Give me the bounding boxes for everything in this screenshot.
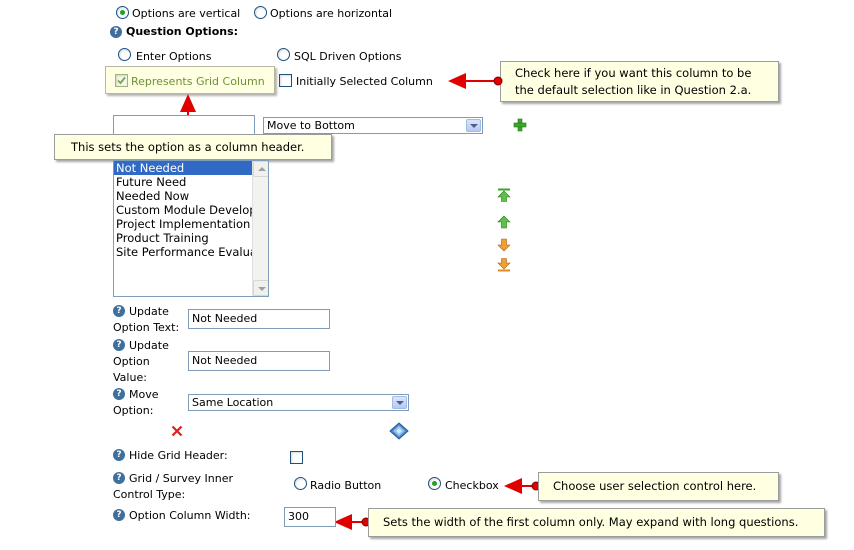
update-option-value-input[interactable]: Not Needed <box>188 351 330 371</box>
control-type-label-1: Grid / Survey Inner <box>129 472 234 485</box>
move-option-label-2: Option: <box>113 404 154 417</box>
update-option-value-label-2: Option <box>113 355 150 368</box>
update-option-value-label-3: Value: <box>113 371 147 384</box>
move-option-select[interactable]: Same Location <box>188 394 409 411</box>
question-options-title: Question Options: <box>126 25 239 38</box>
update-option-text-label-1: Update <box>129 305 169 318</box>
sql-driven-options-label: SQL Driven Options <box>294 50 402 63</box>
chevron-down-icon <box>392 396 407 409</box>
checkmark-icon <box>117 76 126 85</box>
hide-grid-header-checkbox[interactable] <box>290 451 303 464</box>
checkbox-option-radio[interactable] <box>428 477 441 490</box>
update-option-text-input[interactable]: Not Needed <box>188 309 330 329</box>
move-option-label-1: Move <box>129 388 159 401</box>
arrowhead-icon <box>180 94 196 112</box>
callout-initially-selected-line-1: Check here if you want this column to be <box>515 66 752 80</box>
enter-options-label: Enter Options <box>136 50 212 63</box>
arrowhead-icon <box>334 514 352 530</box>
arrowhead-icon <box>504 478 522 494</box>
delete-option-icon[interactable] <box>171 425 183 437</box>
options-listbox[interactable]: Not Needed Future Need Needed Now Custom… <box>113 160 269 297</box>
help-icon[interactable]: ? <box>113 388 125 400</box>
move-top-icon[interactable] <box>497 188 511 202</box>
checkbox-option-label: Checkbox <box>445 479 499 492</box>
sql-driven-options-radio[interactable] <box>277 48 290 61</box>
options-vertical-radio[interactable] <box>116 6 129 19</box>
radio-button-option-label: Radio Button <box>310 479 382 492</box>
move-up-icon[interactable] <box>497 215 511 229</box>
callout-initially-selected: Check here if you want this column to be… <box>500 61 779 102</box>
scroll-down-icon[interactable] <box>253 280 268 296</box>
listbox-scrollbar[interactable] <box>252 161 268 296</box>
insert-position-select[interactable]: Move to Bottom <box>263 117 483 134</box>
help-icon[interactable]: ? <box>113 339 125 351</box>
callout-control-type-text: Choose user selection control here. <box>553 479 757 493</box>
initially-selected-column-checkbox[interactable] <box>279 74 292 87</box>
list-item[interactable]: Custom Module Developi <box>116 203 260 217</box>
options-vertical-label: Options are vertical <box>132 7 241 20</box>
radio-button-option-radio[interactable] <box>294 477 307 490</box>
callout-grid-column: This sets the option as a column header. <box>54 134 332 160</box>
hide-grid-header-label: Hide Grid Header: <box>129 449 228 462</box>
control-type-label-2: Control Type: <box>113 488 186 501</box>
callout-column-width-text: Sets the width of the first column only.… <box>383 515 799 529</box>
list-item[interactable]: Product Training <box>116 231 209 245</box>
scroll-up-icon[interactable] <box>253 161 268 177</box>
callout-initially-selected-line-2: the default selection like in Question 2… <box>515 83 752 97</box>
list-item[interactable]: Site Performance Evalua <box>116 245 257 259</box>
update-option-value-label-1: Update <box>129 339 169 352</box>
help-icon[interactable]: ? <box>110 26 122 38</box>
represents-grid-column-label: Represents Grid Column <box>131 75 265 88</box>
update-option-text-value: Not Needed <box>192 312 258 325</box>
list-item[interactable]: Not Needed <box>114 161 268 175</box>
list-item[interactable]: Project Implementation <box>116 217 251 231</box>
help-icon[interactable]: ? <box>113 449 125 461</box>
option-column-width-input[interactable]: 300 <box>284 507 336 527</box>
represents-grid-column-checkbox[interactable] <box>115 74 128 87</box>
arrowhead-icon <box>448 73 466 89</box>
arrow-dot <box>493 76 503 86</box>
represents-grid-column-highlight <box>105 66 275 94</box>
update-option-text-label-2: Option Text: <box>113 321 180 334</box>
help-icon[interactable]: ? <box>113 509 125 521</box>
update-option-value-value: Not Needed <box>192 354 258 367</box>
chevron-down-icon <box>466 119 481 132</box>
help-icon[interactable]: ? <box>113 305 125 317</box>
add-option-icon[interactable] <box>513 118 527 132</box>
option-column-width-value: 300 <box>288 510 309 523</box>
callout-grid-column-text: This sets the option as a column header. <box>71 140 305 154</box>
move-option-value: Same Location <box>192 396 274 409</box>
enter-options-radio[interactable] <box>118 48 131 61</box>
options-horizontal-label: Options are horizontal <box>270 7 393 20</box>
update-option-icon[interactable] <box>389 422 409 440</box>
list-item[interactable]: Future Need <box>116 175 187 189</box>
move-bottom-icon[interactable] <box>497 258 511 272</box>
callout-column-width: Sets the width of the first column only.… <box>368 508 825 537</box>
insert-position-value: Move to Bottom <box>267 119 355 132</box>
options-horizontal-radio[interactable] <box>254 6 267 19</box>
option-column-width-label: Option Column Width: <box>129 509 251 522</box>
move-down-icon[interactable] <box>497 238 511 252</box>
initially-selected-column-label: Initially Selected Column <box>296 75 433 88</box>
callout-control-type: Choose user selection control here. <box>538 472 779 501</box>
list-item[interactable]: Needed Now <box>116 189 190 203</box>
help-icon[interactable]: ? <box>113 472 125 484</box>
